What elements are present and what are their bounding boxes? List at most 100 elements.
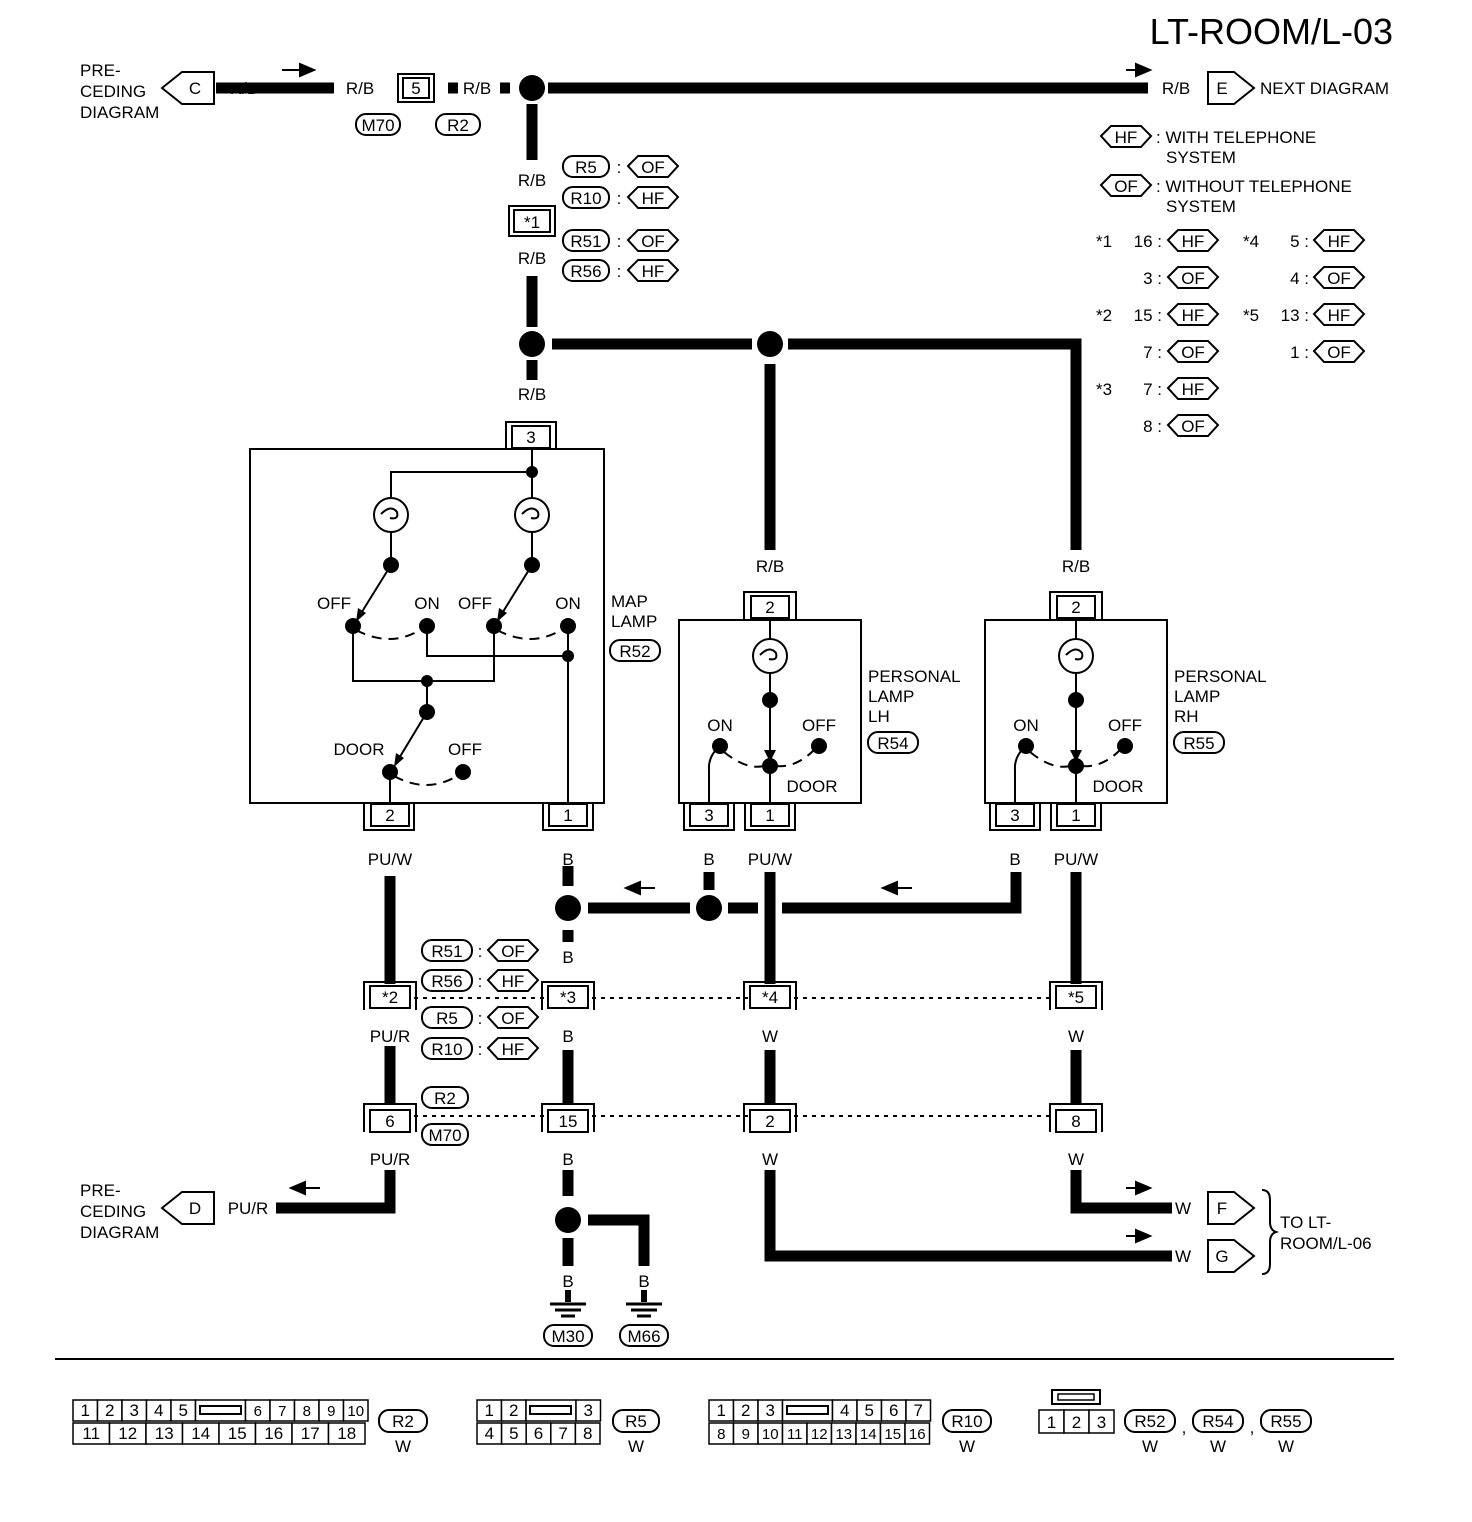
conn-code-text: M30 — [551, 1327, 584, 1346]
face-cell — [1088, 1409, 1115, 1434]
wire-label-w-star5: W — [1068, 1027, 1084, 1046]
map-lamp-internal: OFF ON OFF ON DOOR OFF — [317, 449, 581, 803]
face-pin: 5 — [179, 1401, 188, 1420]
face-pin: 3 — [1097, 1413, 1106, 1432]
legend-row-star: *4 — [1243, 232, 1259, 251]
bulb-icon — [1058, 638, 1094, 674]
face-code — [1260, 1409, 1312, 1433]
code-r56-hf-2-code: HF — [502, 972, 525, 991]
wire-label-rb-2: R/B — [463, 79, 491, 98]
legend-of-code: OF — [1114, 177, 1138, 196]
wire-label-b-rh: B — [1009, 850, 1020, 869]
pin-star3: *3 — [560, 988, 576, 1007]
face-cell — [904, 1422, 931, 1445]
code-r10-hf-code: HF — [642, 189, 665, 208]
offpage-c-line: DIAGRAM — [80, 103, 159, 122]
offpage-d-line: PRE- — [80, 1181, 121, 1200]
pin-map-3: 3 — [526, 428, 535, 447]
arrow-b-left-2 — [880, 880, 912, 896]
arrow-pur-left — [288, 1180, 320, 1196]
rh-label-line: PERSONAL — [1174, 667, 1267, 686]
connector-star2: *2 — [363, 981, 417, 1010]
wire-label-b-p15: B — [562, 1150, 573, 1169]
offpage-c-letter: C — [189, 79, 201, 98]
face-pin: 1 — [717, 1401, 726, 1420]
face-pin: 4 — [840, 1401, 849, 1420]
face-pin: 9 — [327, 1403, 335, 1420]
connector-p2: 2 — [743, 1103, 797, 1133]
face-comma: , — [1250, 1418, 1255, 1437]
code-r5-of-2-colon: : — [478, 1009, 483, 1028]
conn-code-m70-mid: M70 — [421, 1123, 469, 1146]
face-color: W — [1278, 1437, 1294, 1456]
code-r51-of-2-conn: R51 — [431, 942, 462, 961]
wire-map-pur-2 — [276, 1170, 396, 1214]
wire-label-b-star3-top: B — [562, 948, 573, 967]
legend-row-shape — [1166, 303, 1220, 326]
pin-rh-2: 2 — [1071, 598, 1080, 617]
wire-lh-w-2 — [764, 1170, 1172, 1262]
flow-arrows — [282, 62, 1153, 1244]
face-pin: 1 — [485, 1401, 494, 1420]
pin-top-5: 5 — [411, 79, 420, 98]
face-cell — [574, 1422, 601, 1445]
code-r10-hf-2-conn: R10 — [431, 1040, 462, 1059]
offpage-f: W F — [1175, 1191, 1256, 1225]
face-color: W — [628, 1437, 644, 1456]
legend-row: 1 :OF — [1290, 340, 1366, 363]
offpage-d-line: CEDING — [80, 1202, 146, 1221]
face-pin: 6 — [889, 1401, 898, 1420]
conn-code-m70-top: M70 — [355, 113, 401, 136]
pin-rh-1: 1 — [1071, 806, 1080, 825]
code-r51-of-conn: R51 — [570, 232, 601, 251]
face-pin: 10 — [762, 1426, 779, 1443]
wire-label-pur-d: PU/R — [228, 1199, 269, 1218]
offpage-g-letter: G — [1215, 1247, 1228, 1266]
legend-row-pin: 7 : — [1143, 380, 1162, 399]
wire-label-w-star4: W — [762, 1027, 778, 1046]
conn-code-text: M70 — [428, 1126, 461, 1145]
offpage-c-shape — [160, 71, 215, 105]
face-pin: 3 — [584, 1401, 593, 1420]
face-pin: 6 — [534, 1424, 543, 1443]
legend-hf-line: : WITH TELEPHONE — [1156, 128, 1316, 147]
connector-p15: 15 — [541, 1103, 595, 1133]
wire-label-b-star3: B — [562, 1027, 573, 1046]
wire-label-w-f: W — [1175, 1199, 1191, 1218]
legend-row-pin: 3 : — [1143, 269, 1162, 288]
offpage-f-letter: F — [1217, 1199, 1227, 1218]
rh-label-line: RH — [1174, 707, 1199, 726]
wire-label-w-p2: W — [762, 1150, 778, 1169]
offpage-d-line: DIAGRAM — [80, 1223, 159, 1242]
code-r5-of-2-code: OF — [501, 1009, 525, 1028]
legend-row-code: OF — [1327, 269, 1351, 288]
conn-code-text: R54 — [877, 734, 908, 753]
offpage-e-label: NEXT DIAGRAM — [1260, 79, 1389, 98]
legend-row-shape — [1312, 266, 1366, 289]
lh-label-line: LAMP — [868, 687, 914, 706]
legend-row: 7 :OF — [1143, 340, 1220, 363]
ground-m30-icon — [550, 1290, 586, 1318]
conn-code-m30: M30 — [543, 1324, 593, 1347]
code-r56-hf-colon: : — [617, 262, 622, 281]
connector-top-5: 5 — [397, 73, 435, 103]
label-on-2: ON — [555, 594, 581, 613]
connector-p8: 8 — [1049, 1103, 1103, 1133]
code-r10-hf-conn: R10 — [570, 189, 601, 208]
splice-ground — [555, 1207, 581, 1233]
code-r10-hf-colon: : — [617, 189, 622, 208]
label-rh-door: DOOR — [1093, 777, 1144, 796]
pin-p6: 6 — [385, 1112, 394, 1131]
pin-star2: *2 — [382, 988, 398, 1007]
legend-row-code: OF — [1181, 269, 1205, 288]
legend-row-code: OF — [1181, 343, 1205, 362]
face-pin: 16 — [264, 1424, 283, 1443]
face-code-text: R10 — [951, 1412, 982, 1431]
label-lh-off: OFF — [802, 716, 836, 735]
wire-label-b-m66: B — [638, 1272, 649, 1291]
legend-row-code: OF — [1327, 343, 1351, 362]
